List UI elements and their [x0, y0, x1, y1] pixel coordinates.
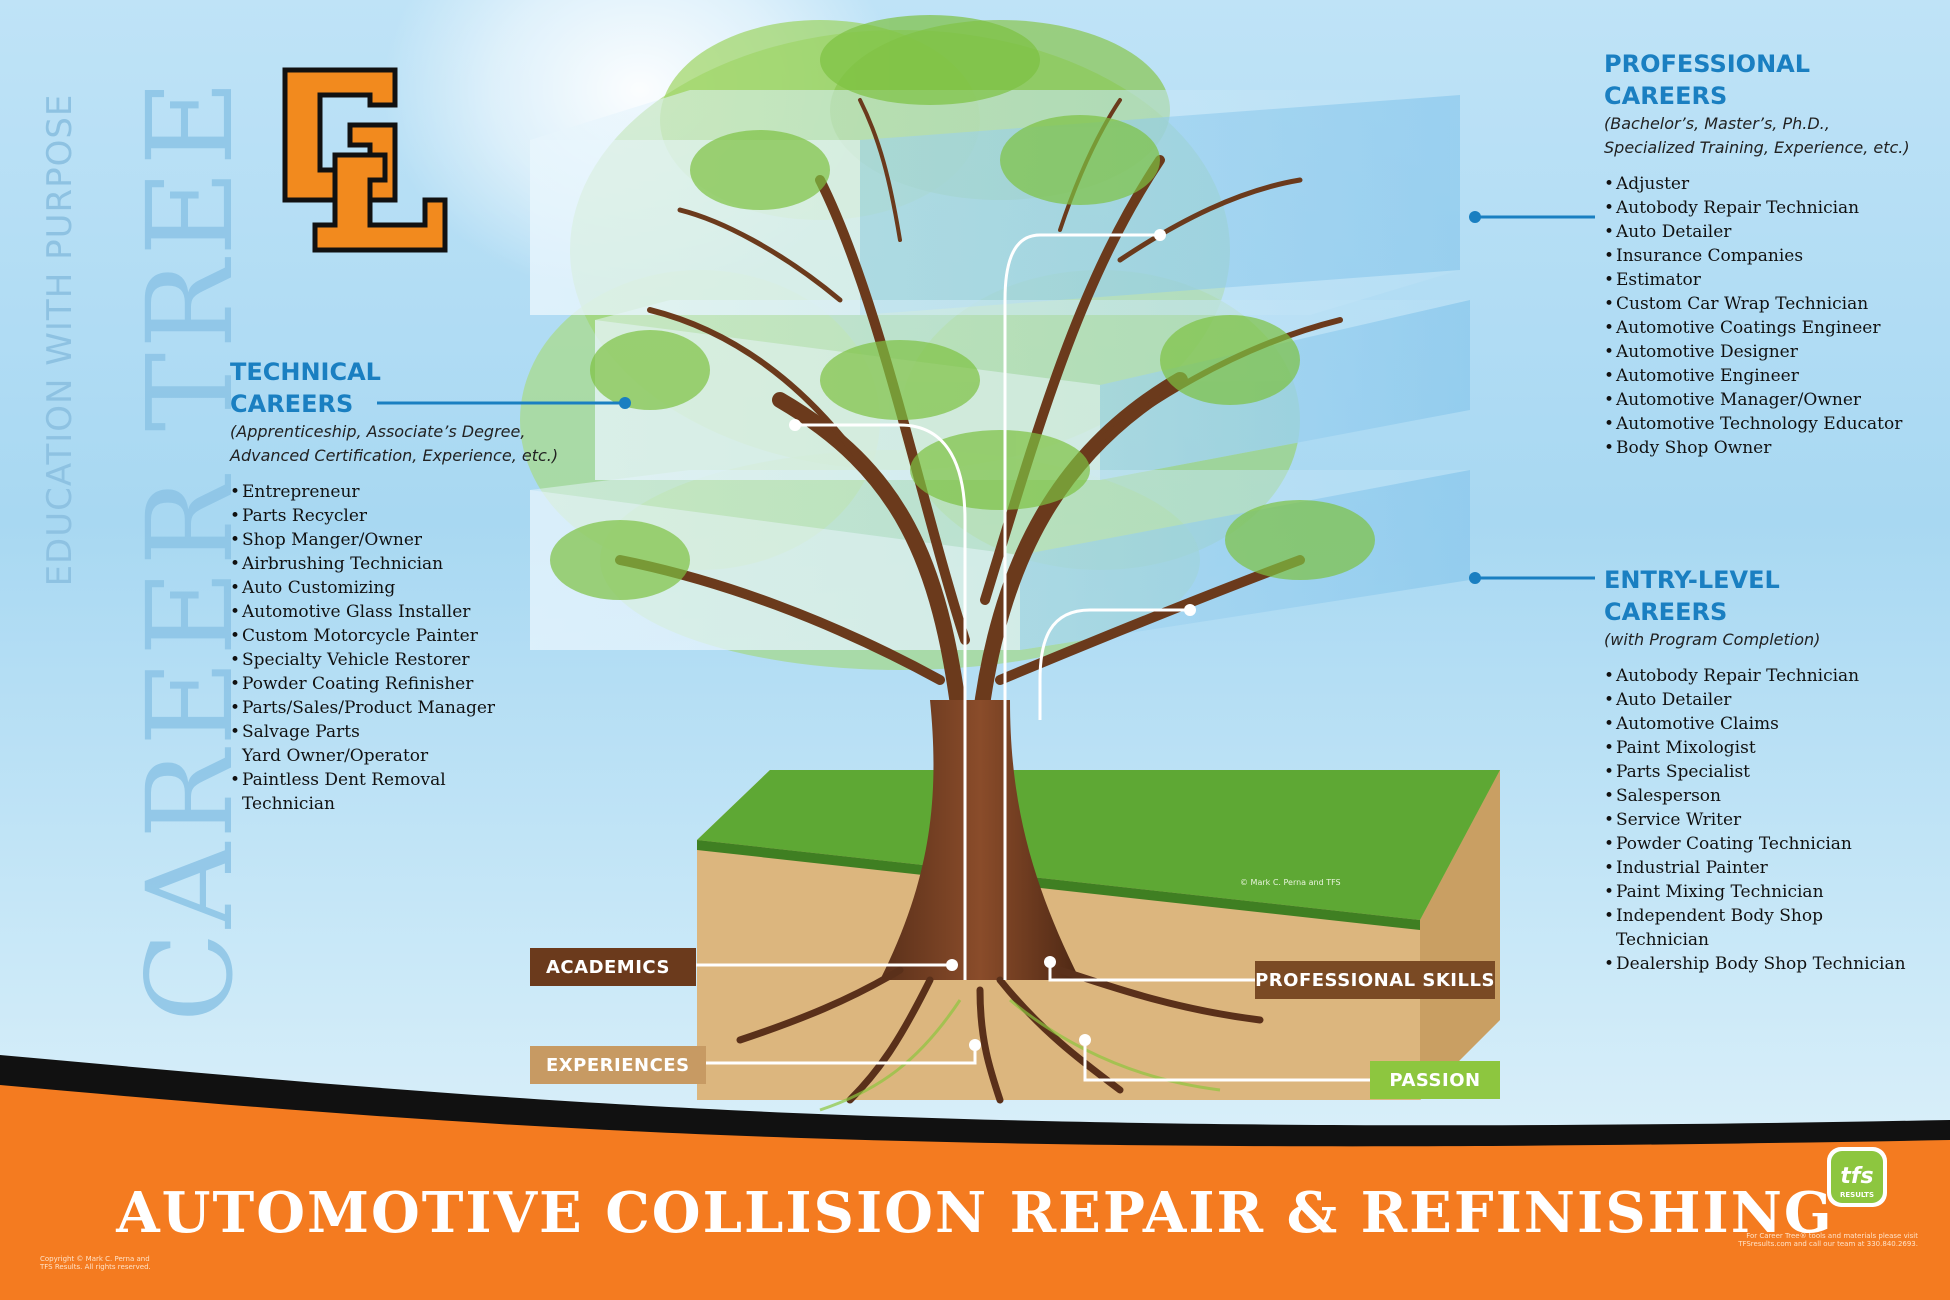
footer-band	[0, 1085, 1950, 1300]
entry-subtitle: (with Program Completion)	[1604, 630, 1821, 649]
list-item: Service Writer	[1604, 808, 1934, 832]
list-item: Automotive Engineer	[1604, 364, 1934, 388]
entry-career-list: Autobody Repair Technician Auto Detailer…	[1604, 664, 1934, 976]
academics-label: ACADEMICS	[530, 948, 696, 986]
list-item: Shop Manger/Owner	[230, 528, 610, 552]
list-item: Entrepreneur	[230, 480, 610, 504]
career-slab-top	[530, 90, 1460, 315]
list-item: Auto Detailer	[1604, 688, 1934, 712]
list-item: Airbrushing Technician	[230, 552, 610, 576]
professional-skills-label: PROFESSIONAL SKILLS	[1255, 961, 1495, 999]
list-item: Auto Customizing	[230, 576, 610, 600]
list-item: Specialty Vehicle Restorer	[230, 648, 610, 672]
footer-note-right: For Career Tree® tools and materials ple…	[1738, 1232, 1918, 1248]
list-item: Automotive Glass Installer	[230, 600, 610, 624]
ground-block	[697, 770, 1500, 1100]
list-item: Autobody Repair Technician	[1604, 196, 1934, 220]
list-item: Body Shop Owner	[1604, 436, 1934, 460]
list-item: Paint Mixing Technician	[1604, 880, 1934, 904]
technical-subtitle-2: Advanced Certification, Experience, etc.…	[230, 446, 559, 465]
entry-heading-1: ENTRY-LEVEL	[1604, 566, 1780, 594]
list-item: Powder Coating Technician	[1604, 832, 1934, 856]
list-item: Salvage Parts Yard Owner/Operator	[230, 720, 428, 768]
list-item: Insurance Companies	[1604, 244, 1934, 268]
list-item: Automotive Coatings Engineer	[1604, 316, 1934, 340]
list-item: Powder Coating Refinisher	[230, 672, 610, 696]
svg-text:RESULTS: RESULTS	[1840, 1191, 1874, 1199]
list-item: Automotive Claims	[1604, 712, 1934, 736]
svg-text:tfs: tfs	[1840, 1164, 1873, 1189]
list-item: Industrial Painter	[1604, 856, 1934, 880]
professional-career-list: Adjuster Autobody Repair Technician Auto…	[1604, 172, 1934, 460]
ground-copyright: © Mark C. Perna and TFS	[1240, 878, 1341, 887]
passion-label: PASSION	[1370, 1061, 1500, 1099]
professional-subtitle-1: (Bachelor’s, Master’s, Ph.D.,	[1604, 114, 1830, 133]
professional-heading-2: CAREERS	[1604, 82, 1728, 110]
tfs-results-logo: tfs RESULTS	[1827, 1147, 1887, 1207]
list-item: Paint Mixologist	[1604, 736, 1934, 760]
list-item: Automotive Designer	[1604, 340, 1934, 364]
list-item: Automotive Technology Educator	[1604, 412, 1934, 436]
experiences-label: EXPERIENCES	[530, 1046, 706, 1084]
entry-heading-2: CAREERS	[1604, 598, 1728, 626]
list-item: Custom Car Wrap Technician	[1604, 292, 1934, 316]
list-item: Custom Motorcycle Painter	[230, 624, 610, 648]
roots	[736, 966, 1264, 1104]
professional-heading-1: PROFESSIONAL	[1604, 50, 1811, 78]
entry-level-careers-section: ENTRY-LEVEL CAREERS (with Program Comple…	[1604, 564, 1934, 976]
list-item: Dealership Body Shop Technician	[1604, 952, 1934, 976]
gl-logo	[282, 67, 448, 253]
list-item: Parts Specialist	[1604, 760, 1934, 784]
technical-heading-2: CAREERS	[230, 390, 354, 418]
list-item: Paintless Dent Removal Technician	[230, 768, 462, 816]
trunk	[880, 700, 1080, 980]
list-item: Auto Detailer	[1604, 220, 1934, 244]
technical-careers-section: TECHNICAL CAREERS (Apprenticeship, Assoc…	[230, 356, 610, 816]
list-item: Parts/Sales/Product Manager	[230, 696, 610, 720]
list-item: Adjuster	[1604, 172, 1934, 196]
technical-subtitle-1: (Apprenticeship, Associate’s Degree,	[230, 422, 526, 441]
program-title: AUTOMOTIVE COLLISION REPAIR & REFINISHIN…	[116, 1180, 1834, 1246]
list-item: Estimator	[1604, 268, 1934, 292]
professional-subtitle-2: Specialized Training, Experience, etc.)	[1604, 138, 1910, 157]
list-item: Salesperson	[1604, 784, 1934, 808]
list-item: Independent Body Shop Technician	[1604, 904, 1856, 952]
technical-career-list: Entrepreneur Parts Recycler Shop Manger/…	[230, 480, 610, 816]
footer-note-left: Copyright © Mark C. Perna and TFS Result…	[40, 1255, 151, 1271]
professional-careers-section: PROFESSIONAL CAREERS (Bachelor’s, Master…	[1604, 48, 1934, 460]
technical-heading-1: TECHNICAL	[230, 358, 381, 386]
list-item: Parts Recycler	[230, 504, 610, 528]
list-item: Automotive Manager/Owner	[1604, 388, 1934, 412]
list-item: Autobody Repair Technician	[1604, 664, 1934, 688]
pointer-lines	[377, 215, 1595, 580]
